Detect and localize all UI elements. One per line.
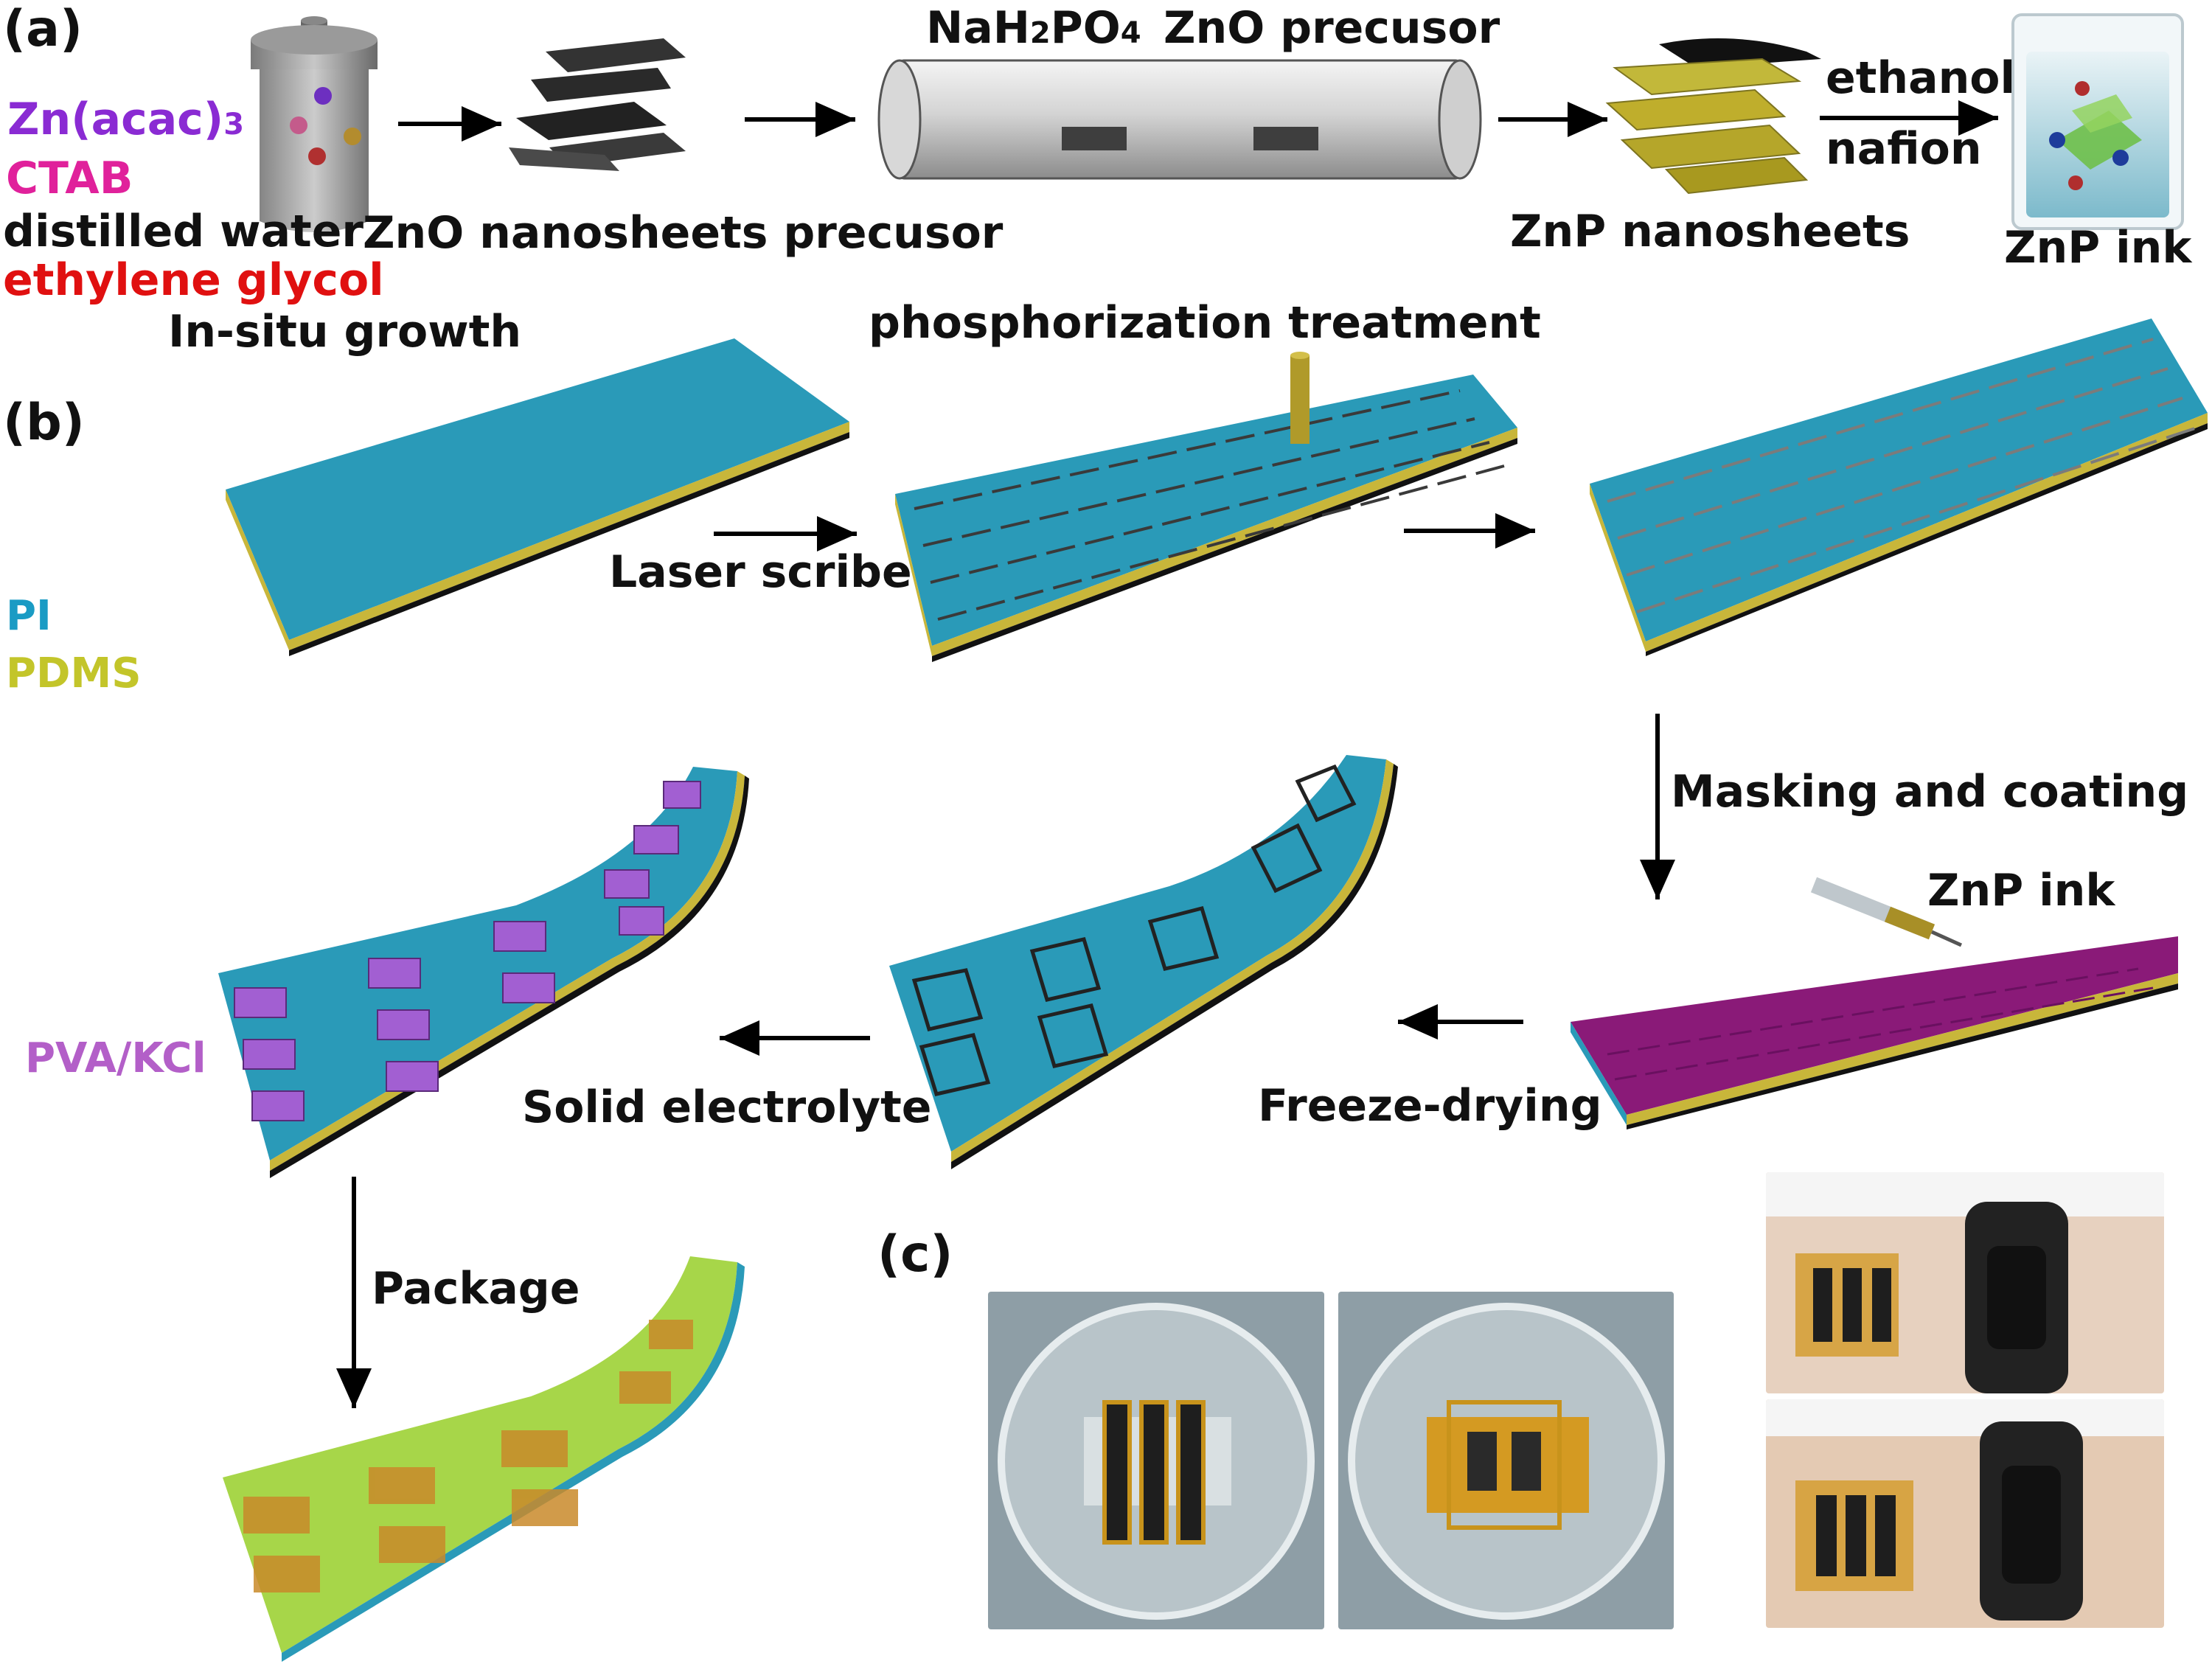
phosphorized-board bbox=[1590, 318, 2208, 656]
label-solid-electrolyte: Solid electrolyte bbox=[522, 1082, 932, 1133]
label-ethanol: ethanol bbox=[1826, 52, 2016, 104]
photo-wrist-bottom bbox=[1766, 1399, 2164, 1628]
autoclave-jar bbox=[251, 16, 378, 232]
photo-wrist-top bbox=[1766, 1172, 2164, 1393]
masked-coated-board bbox=[1571, 877, 2178, 1129]
label-masking-coating: Masking and coating bbox=[1671, 766, 2189, 818]
label-zno-nanosheets-precursor: ZnO nanosheets precusor bbox=[363, 207, 1004, 259]
freeze-dried-board bbox=[889, 755, 1398, 1169]
label-nafion: nafion bbox=[1826, 123, 1982, 175]
laser-scribed-board bbox=[895, 352, 1517, 662]
legend-pdms: PDMS bbox=[6, 650, 142, 697]
packaged-board bbox=[223, 1256, 745, 1662]
substrate-pi-pdms bbox=[226, 338, 849, 656]
reagent-ethylene-glycol: ethylene glycol bbox=[3, 254, 384, 306]
label-phosphorization: phosphorization treatment bbox=[869, 297, 1541, 349]
label-znp-nanosheets: ZnP nanosheets bbox=[1510, 206, 1910, 257]
zno-precursor-nanosheets bbox=[509, 38, 686, 171]
photo-dish-front bbox=[988, 1292, 1324, 1629]
legend-pi: PI bbox=[6, 592, 52, 640]
label-laser-scribe: Laser scribe bbox=[609, 546, 912, 598]
label-package: Package bbox=[372, 1263, 580, 1315]
label-freeze-drying: Freeze-drying bbox=[1258, 1080, 1602, 1132]
label-insitu-growth: In-situ growth bbox=[168, 306, 522, 358]
znp-ink-vial bbox=[2011, 13, 2184, 230]
tube-furnace bbox=[877, 59, 1482, 180]
label-znp-ink-a: ZnP ink bbox=[2004, 222, 2192, 274]
electrolyte-board bbox=[218, 767, 749, 1178]
znp-nanosheets bbox=[1605, 38, 1821, 195]
panel-label-c: (c) bbox=[877, 1225, 953, 1284]
label-znp-ink-b: ZnP ink bbox=[1927, 865, 2115, 916]
panel-label-b: (b) bbox=[3, 394, 85, 452]
reagent-ctab: CTAB bbox=[6, 153, 133, 204]
panel-label-a: (a) bbox=[3, 0, 83, 58]
reagent-zn-acac: Zn(acac)3 bbox=[7, 94, 245, 145]
label-zno-precursor: ZnO precusor bbox=[1164, 2, 1500, 54]
reagent-water: distilled water bbox=[3, 206, 364, 257]
legend-pva-kcl: PVA/KCl bbox=[25, 1034, 206, 1082]
label-nah2po4: NaH2PO4 bbox=[926, 2, 1141, 54]
photo-dish-back bbox=[1338, 1292, 1674, 1629]
